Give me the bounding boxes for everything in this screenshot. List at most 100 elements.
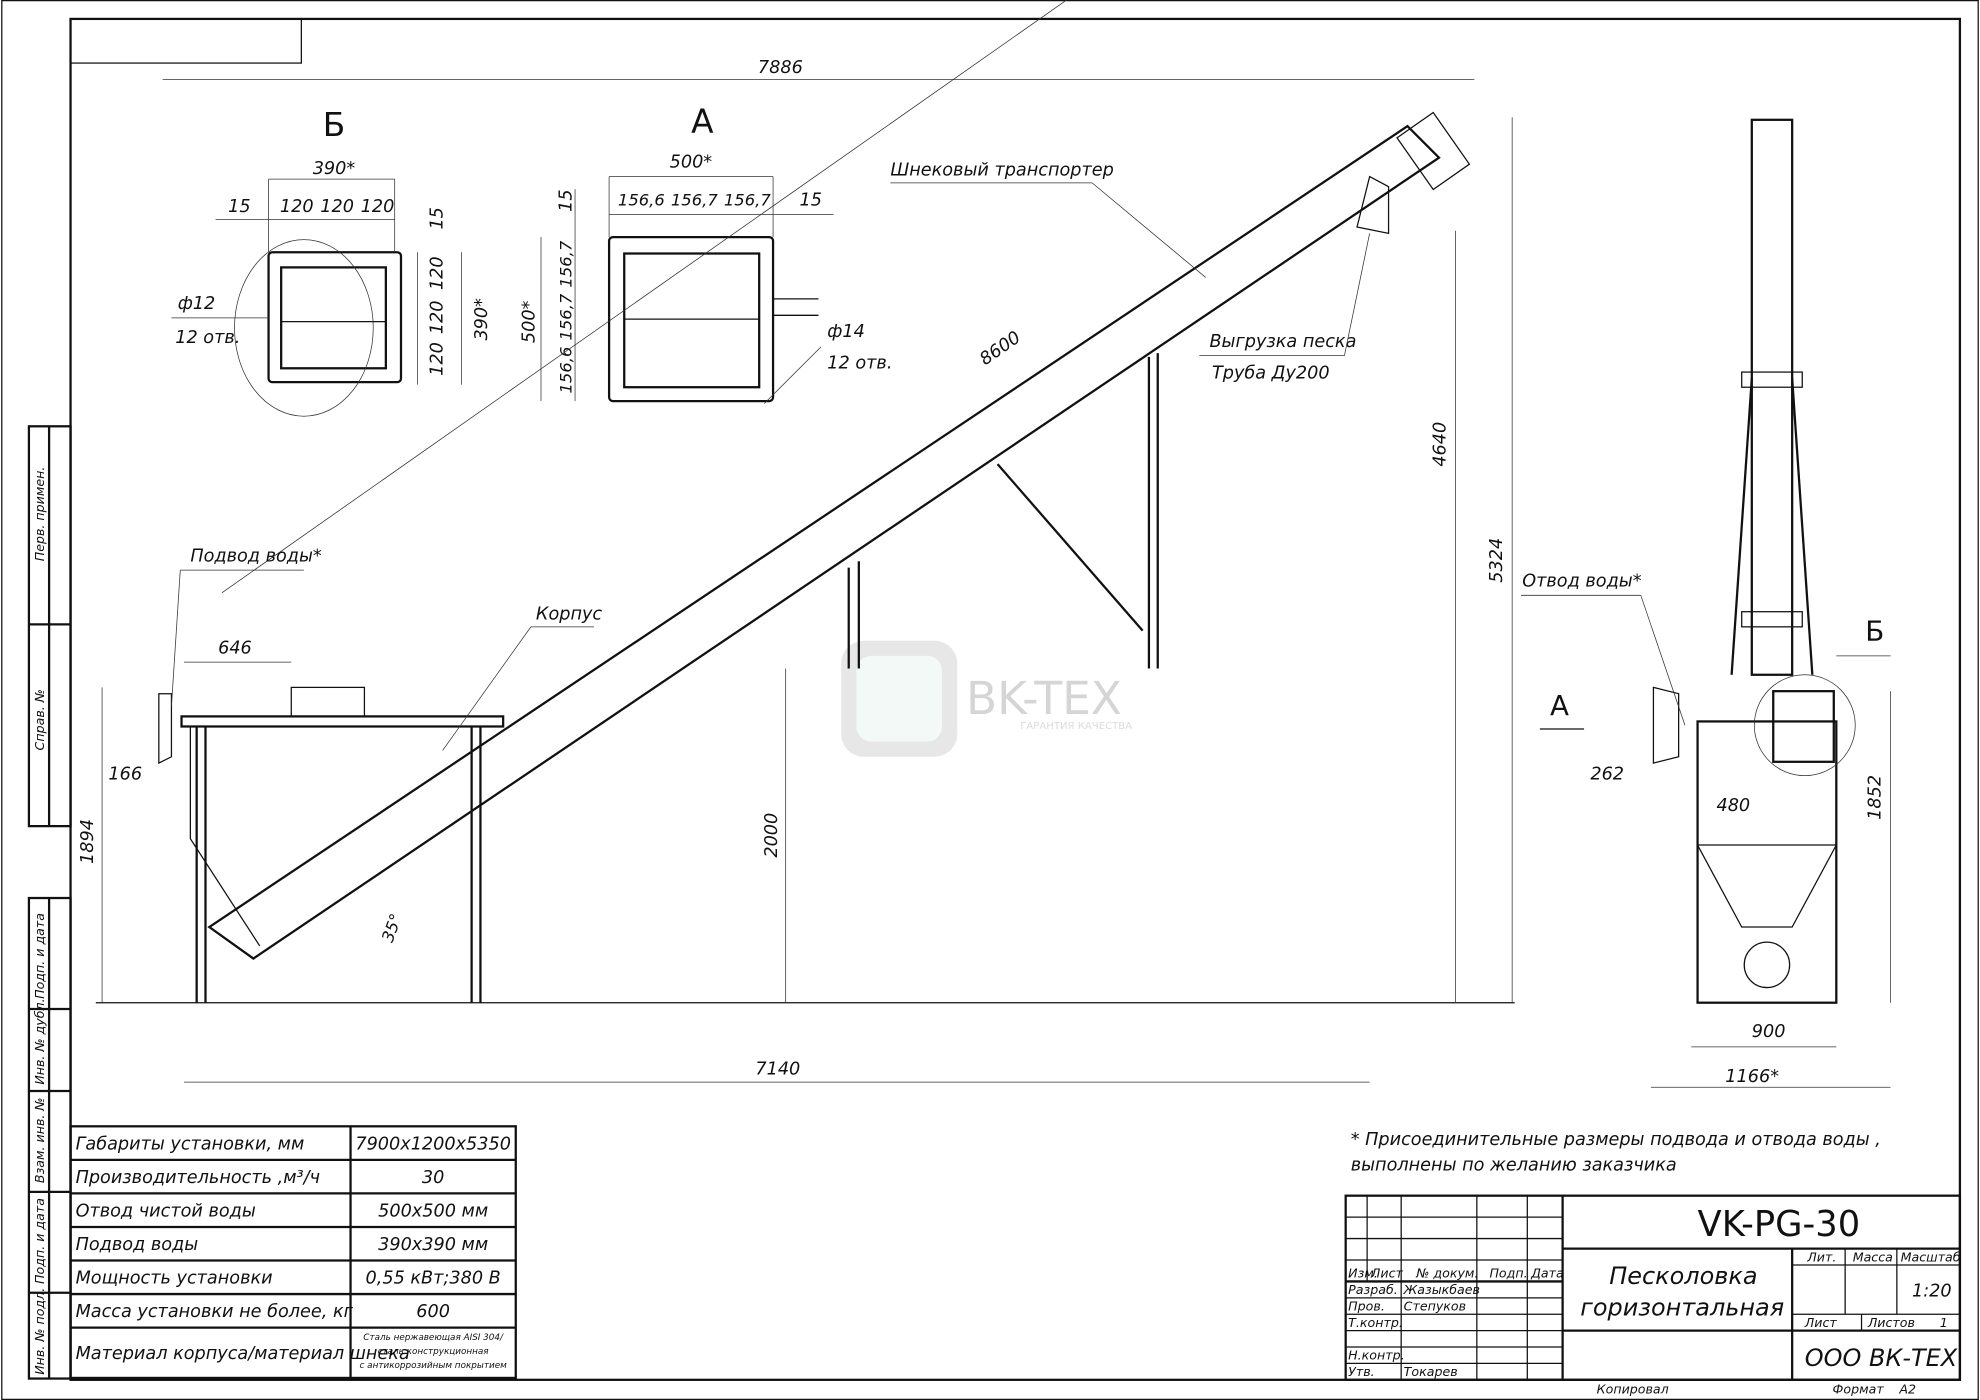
svg-text:Отвод воды*: Отвод воды* [1522,571,1641,591]
svg-text:1894: 1894 [78,819,98,864]
svg-text:А: А [1550,689,1569,722]
spec-value: 390x390 мм [378,1235,488,1255]
svg-text:1166*: 1166* [1725,1067,1779,1087]
side-view: Отвод воды* А Б 262 480 1852 900 1166* [1520,118,1891,1088]
svg-text:ГАРАНТИЯ КАЧЕСТВА: ГАРАНТИЯ КАЧЕСТВА [1020,721,1132,732]
svg-text:900: 900 [1752,1022,1786,1042]
corner-box [69,18,302,64]
svg-text:Т.контр.: Т.контр. [1348,1315,1403,1330]
spec-param: Отвод чистой воды [76,1201,256,1221]
svg-text:Подп.: Подп. [1489,1266,1527,1281]
svg-text:15: 15 [556,189,576,211]
spec-value-line: сталь конструкционная [378,1347,490,1357]
detail-view-b: Б 390* 15 120 120 120 15 120 120 120 390… [171,106,492,417]
spec-value: 0,55 кВт;380 В [366,1269,501,1289]
drawing-name: Песколовка [1609,1262,1757,1290]
svg-text:Н.контр.: Н.контр. [1348,1348,1404,1363]
spec-param: Производительность ,м³/ч [76,1168,320,1188]
svg-text:Формат: Формат [1833,1382,1885,1397]
svg-text:7140: 7140 [755,1060,800,1080]
svg-text:ф14: ф14 [827,322,865,342]
strip-label: Подп. и дата [32,913,47,999]
watermark-logo: BK-TEX ГАРАНТИЯ КАЧЕСТВА [841,640,1132,757]
svg-text:12 отв.: 12 отв. [175,328,240,348]
spec-param: Масса установки не более, кг [76,1302,354,1322]
note-line: выполнены по желанию заказчика [1351,1155,1677,1175]
spec-value-line: с антикоррозийным покрытием [360,1361,508,1371]
svg-text:2000: 2000 [762,813,782,858]
svg-text:Разраб.: Разраб. [1348,1282,1398,1297]
svg-text:166: 166 [108,764,142,784]
svg-text:120: 120 [320,197,354,217]
spec-value: 500x500 мм [378,1201,488,1221]
svg-text:646: 646 [218,638,252,658]
svg-text:Дата: Дата [1530,1266,1564,1281]
svg-text:15: 15 [228,197,250,217]
svg-text:Шнековый транспортер: Шнековый транспортер [890,160,1113,180]
strip-label: Инв. № дубл. [32,998,47,1084]
svg-text:Лист: Лист [1804,1315,1838,1330]
svg-text:120: 120 [428,342,448,376]
side-strip: Перв. примен. Справ. № Подп. и дата Инв.… [27,425,72,1380]
svg-text:Утв.: Утв. [1348,1364,1374,1379]
svg-text:480: 480 [1716,796,1750,816]
svg-text:Масса: Масса [1853,1249,1893,1264]
spec-value-line: Сталь нержавеющая AISI 304/ [363,1333,504,1343]
svg-text:500*: 500* [670,153,713,173]
svg-text:15: 15 [800,191,822,211]
svg-text:Пров.: Пров. [1348,1298,1385,1313]
svg-text:Листов: Листов [1867,1315,1915,1330]
svg-text:№ докум.: № докум. [1415,1266,1478,1281]
svg-text:390*: 390* [313,159,356,179]
svg-text:120: 120 [361,197,395,217]
svg-text:Масштаб: Масштаб [1901,1249,1961,1264]
svg-text:156,7: 156,7 [724,191,771,210]
strip-label: Взам. инв. № [32,1097,47,1183]
main-view: 7886 8600 4640 5324 2000 7140 1894 166 6… [78,0,1515,1083]
svg-text:Выгрузка песка: Выгрузка песка [1209,332,1356,352]
svg-text:Подвод воды*: Подвод воды* [190,546,322,566]
svg-text:8600: 8600 [976,328,1024,370]
svg-text:Лист: Лист [1370,1266,1404,1281]
strip-label: Перв. примен. [32,467,47,562]
svg-text:Степуков: Степуков [1404,1298,1466,1313]
svg-text:Копировал: Копировал [1597,1382,1669,1397]
svg-text:ф12: ф12 [178,294,216,314]
svg-text:156,6: 156,6 [556,347,575,394]
spec-value: 30 [422,1168,444,1188]
svg-text:Изм.: Изм. [1348,1266,1378,1281]
spec-param: Мощность установки [76,1269,273,1289]
svg-text:1852: 1852 [1865,775,1885,820]
screw-conveyor [207,124,1441,960]
drawing-code: VK-PG-30 [1698,1204,1861,1245]
svg-text:120: 120 [428,256,448,290]
spec-param: Подвод воды [76,1235,199,1255]
svg-text:120: 120 [280,197,314,217]
svg-text:Лит.: Лит. [1806,1249,1836,1264]
svg-text:1:20: 1:20 [1912,1282,1952,1302]
spec-param: Материал корпуса/материал шнека [76,1344,410,1364]
strip-label: Справ. № [32,689,47,750]
svg-text:1: 1 [1940,1315,1948,1330]
svg-text:BK-TEX: BK-TEX [966,672,1122,725]
svg-text:Токарев: Токарев [1404,1364,1458,1379]
strip-label: Инв. № подл. [32,1288,47,1375]
svg-text:156,7: 156,7 [671,191,718,210]
spec-param: Габариты установки, мм [76,1134,305,1154]
svg-text:156,7: 156,7 [556,240,575,287]
svg-text:500*: 500* [520,300,540,343]
drawing-name: горизонтальная [1580,1293,1784,1321]
svg-text:Б: Б [1865,615,1884,648]
svg-text:15: 15 [428,207,448,229]
svg-text:156,7: 156,7 [556,293,575,340]
note-line: * Присоединительные размеры подвода и от… [1351,1130,1881,1150]
svg-text:А: А [691,102,714,140]
company-name: ООО ВК-ТЕХ [1805,1344,1958,1372]
title-block: VK-PG-30 Песколовка горизонтальная Изм. … [1344,1194,1962,1397]
svg-text:35°: 35° [378,911,406,945]
svg-text:Б: Б [323,106,346,144]
svg-text:390*: 390* [472,298,492,341]
strip-label: Подп. и дата [32,1198,47,1284]
